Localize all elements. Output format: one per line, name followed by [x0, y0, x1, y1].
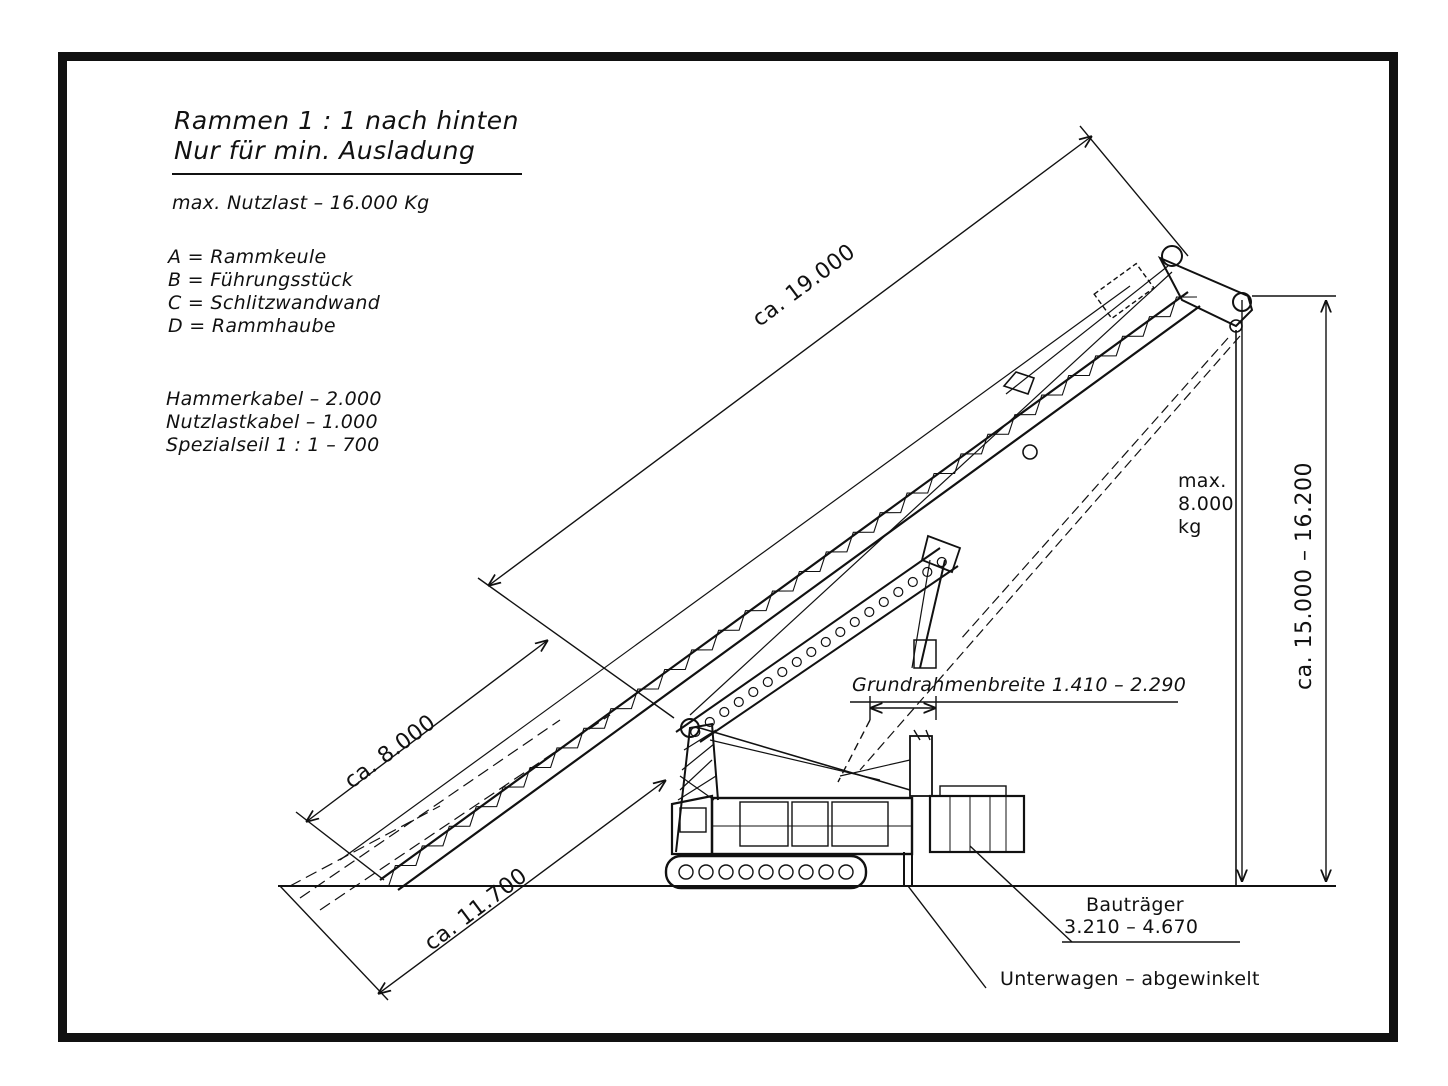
legend-item-d: D = Rammhaube	[168, 315, 336, 337]
mast-hole	[893, 586, 904, 598]
cables-list: Hammerkabel – 2.000 Nutzlastkabel – 1.00…	[166, 388, 382, 457]
track-wheel	[778, 864, 794, 880]
track-wheel	[738, 864, 754, 880]
track-wheel	[698, 864, 714, 880]
cable-payload: Nutzlastkabel – 1.000	[166, 411, 378, 433]
legend-item-a: A = Rammkeule	[168, 246, 327, 268]
legend-item-c: C = Schlitzwandwand	[168, 292, 381, 314]
track-wheel	[758, 864, 774, 880]
max-load-line-2: 8.000	[1178, 493, 1234, 515]
mast-hole	[791, 656, 802, 668]
undercarriage-label: Unterwagen – abgewinkelt	[1000, 968, 1260, 990]
title-line-1: Rammen 1 : 1 nach hinten	[174, 106, 520, 135]
mast-hole	[806, 646, 817, 658]
base-frame-width-label: Grundrahmenbreite 1.410 – 2.290	[852, 674, 1187, 696]
crawler-base	[664, 718, 1026, 890]
dim-height: ca. 15.000 – 16.200	[1292, 461, 1317, 690]
track-wheel	[838, 864, 854, 880]
carrier-title: Bauträger	[1086, 894, 1184, 916]
track-wheel	[678, 864, 694, 880]
mast-hole	[849, 616, 860, 628]
cable-special: Spezialseil 1 : 1 – 700	[166, 434, 380, 456]
cable-hammer: Hammerkabel – 2.000	[166, 388, 382, 410]
mast-hole	[835, 626, 846, 638]
boom	[289, 245, 1254, 911]
max-load-line-1: max.	[1178, 470, 1227, 492]
dimension-lines	[279, 125, 1336, 1001]
track-wheel	[798, 864, 814, 880]
title-line-2: Nur für min. Ausladung	[174, 136, 476, 165]
mast-hole	[719, 706, 730, 718]
mast-hole	[733, 696, 744, 708]
legend-item-b: B = Führungsstück	[168, 269, 354, 291]
max-payload-text: max. Nutzlast – 16.000 Kg	[172, 192, 430, 214]
mast-hole	[907, 576, 918, 588]
track-wheel	[718, 864, 734, 880]
mast-hole	[704, 716, 715, 728]
carrier-value: 3.210 – 4.670	[1064, 916, 1199, 938]
mast-hole	[777, 666, 788, 678]
legend: A = Rammkeule B = Führungsstück C = Schl…	[168, 246, 380, 338]
mast-hole	[748, 686, 759, 698]
track-wheel	[818, 864, 834, 880]
max-load-label: max. 8.000 kg	[1178, 470, 1234, 539]
mast-hole	[762, 676, 773, 688]
mast-hole	[878, 596, 889, 608]
mast-hole	[820, 636, 831, 648]
max-load-line-3: kg	[1178, 516, 1202, 538]
mast-hole	[864, 606, 875, 618]
mast	[675, 534, 962, 743]
